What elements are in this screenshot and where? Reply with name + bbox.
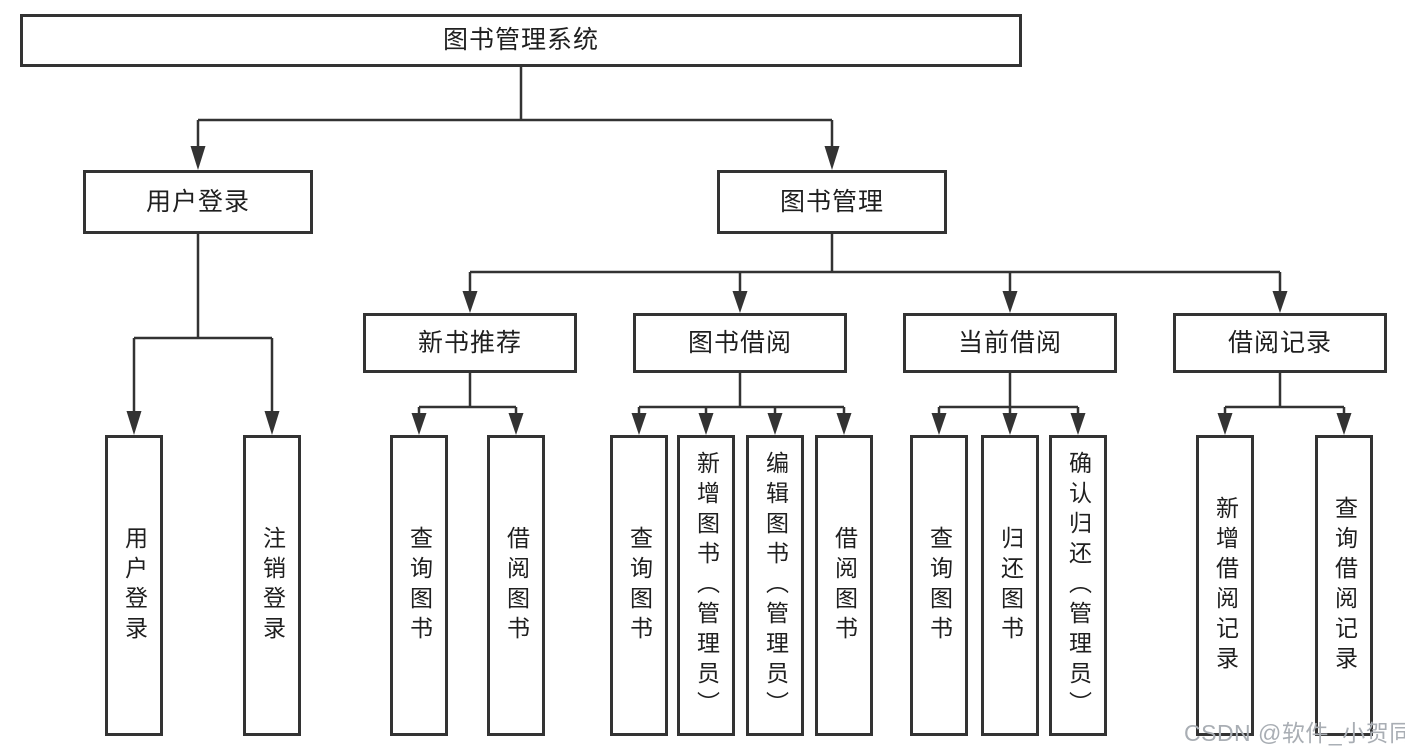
leaf-query-books-recommend: 查询图书 xyxy=(390,435,448,736)
node-new-book-recommend-label: 新书推荐 xyxy=(417,328,522,357)
leaf-query-borrow-record-label: 查询借阅记录 xyxy=(1331,495,1358,676)
csdn-watermark: CSDN @软件_小贺同学 xyxy=(1184,720,1405,746)
arrow-down-icon xyxy=(631,413,647,435)
leaf-user-login-label: 用户登录 xyxy=(121,525,148,646)
node-book-borrow: 图书借阅 xyxy=(633,313,847,373)
arrow-down-icon xyxy=(1070,413,1086,435)
arrow-down-icon xyxy=(931,413,947,435)
connector-book-management-children xyxy=(468,234,1282,295)
connector-borrow-records-children xyxy=(1223,373,1346,418)
leaf-borrow-books-borrow-label: 借阅图书 xyxy=(831,525,858,646)
leaf-return-books: 归还图书 xyxy=(981,435,1039,736)
arrow-down-icon xyxy=(1002,413,1018,435)
arrow-down-icon xyxy=(1272,291,1288,313)
leaf-add-book-admin: 新增图书（管理员） xyxy=(677,435,735,736)
node-book-management: 图书管理 xyxy=(717,170,947,234)
node-root: 图书管理系统 xyxy=(20,14,1022,67)
leaf-return-books-label: 归还图书 xyxy=(997,525,1024,646)
node-current-borrow: 当前借阅 xyxy=(903,313,1117,373)
node-borrow-records-label: 借阅记录 xyxy=(1227,328,1332,357)
connector-user-login-children xyxy=(132,234,274,416)
leaf-logout-label: 注销登录 xyxy=(259,525,286,646)
arrow-down-icon xyxy=(190,146,206,170)
arrow-down-icon xyxy=(508,413,524,435)
arrowhead-icons xyxy=(126,146,1352,435)
arrow-down-icon xyxy=(1217,413,1233,435)
leaf-logout: 注销登录 xyxy=(243,435,301,736)
leaf-query-books-recommend-label: 查询图书 xyxy=(406,525,433,646)
connector-new-book-recommend-children xyxy=(417,373,518,418)
leaf-edit-book-admin-label: 编辑图书（管理员） xyxy=(762,450,789,721)
leaf-query-books-borrow: 查询图书 xyxy=(610,435,668,736)
leaf-add-borrow-record-label: 新增借阅记录 xyxy=(1212,495,1239,676)
leaf-confirm-return-admin-label: 确认归还（管理员） xyxy=(1065,450,1092,721)
arrow-down-icon xyxy=(836,413,852,435)
arrow-down-icon xyxy=(732,291,748,313)
leaf-query-books-current: 查询图书 xyxy=(910,435,968,736)
arrow-down-icon xyxy=(824,146,840,170)
node-user-login: 用户登录 xyxy=(83,170,313,234)
arrow-down-icon xyxy=(264,411,280,435)
arrow-down-icon xyxy=(767,413,783,435)
leaf-borrow-books-recommend-label: 借阅图书 xyxy=(503,525,530,646)
leaf-add-book-admin-label: 新增图书（管理员） xyxy=(693,450,720,721)
connector-root-to-level2 xyxy=(196,66,834,150)
arrow-down-icon xyxy=(698,413,714,435)
node-current-borrow-label: 当前借阅 xyxy=(957,328,1062,357)
leaf-borrow-books-borrow: 借阅图书 xyxy=(815,435,873,736)
node-root-label: 图书管理系统 xyxy=(442,26,599,54)
leaf-query-books-current-label: 查询图书 xyxy=(926,525,953,646)
arrow-down-icon xyxy=(126,411,142,435)
arrow-down-icon xyxy=(462,291,478,313)
leaf-add-borrow-record: 新增借阅记录 xyxy=(1196,435,1254,736)
leaf-edit-book-admin: 编辑图书（管理员） xyxy=(746,435,804,736)
connector-book-borrow-children xyxy=(637,373,846,418)
node-borrow-records: 借阅记录 xyxy=(1173,313,1387,373)
node-new-book-recommend: 新书推荐 xyxy=(363,313,577,373)
leaf-borrow-books-recommend: 借阅图书 xyxy=(487,435,545,736)
node-user-login-label: 用户登录 xyxy=(145,187,250,216)
connector-current-borrow-children xyxy=(937,373,1080,418)
leaf-query-books-borrow-label: 查询图书 xyxy=(626,525,653,646)
arrow-down-icon xyxy=(411,413,427,435)
leaf-query-borrow-record: 查询借阅记录 xyxy=(1315,435,1373,736)
arrow-down-icon xyxy=(1002,291,1018,313)
node-book-borrow-label: 图书借阅 xyxy=(687,328,792,357)
leaf-user-login: 用户登录 xyxy=(105,435,163,736)
node-book-management-label: 图书管理 xyxy=(779,187,884,216)
leaf-confirm-return-admin: 确认归还（管理员） xyxy=(1049,435,1107,736)
arrow-down-icon xyxy=(1336,413,1352,435)
